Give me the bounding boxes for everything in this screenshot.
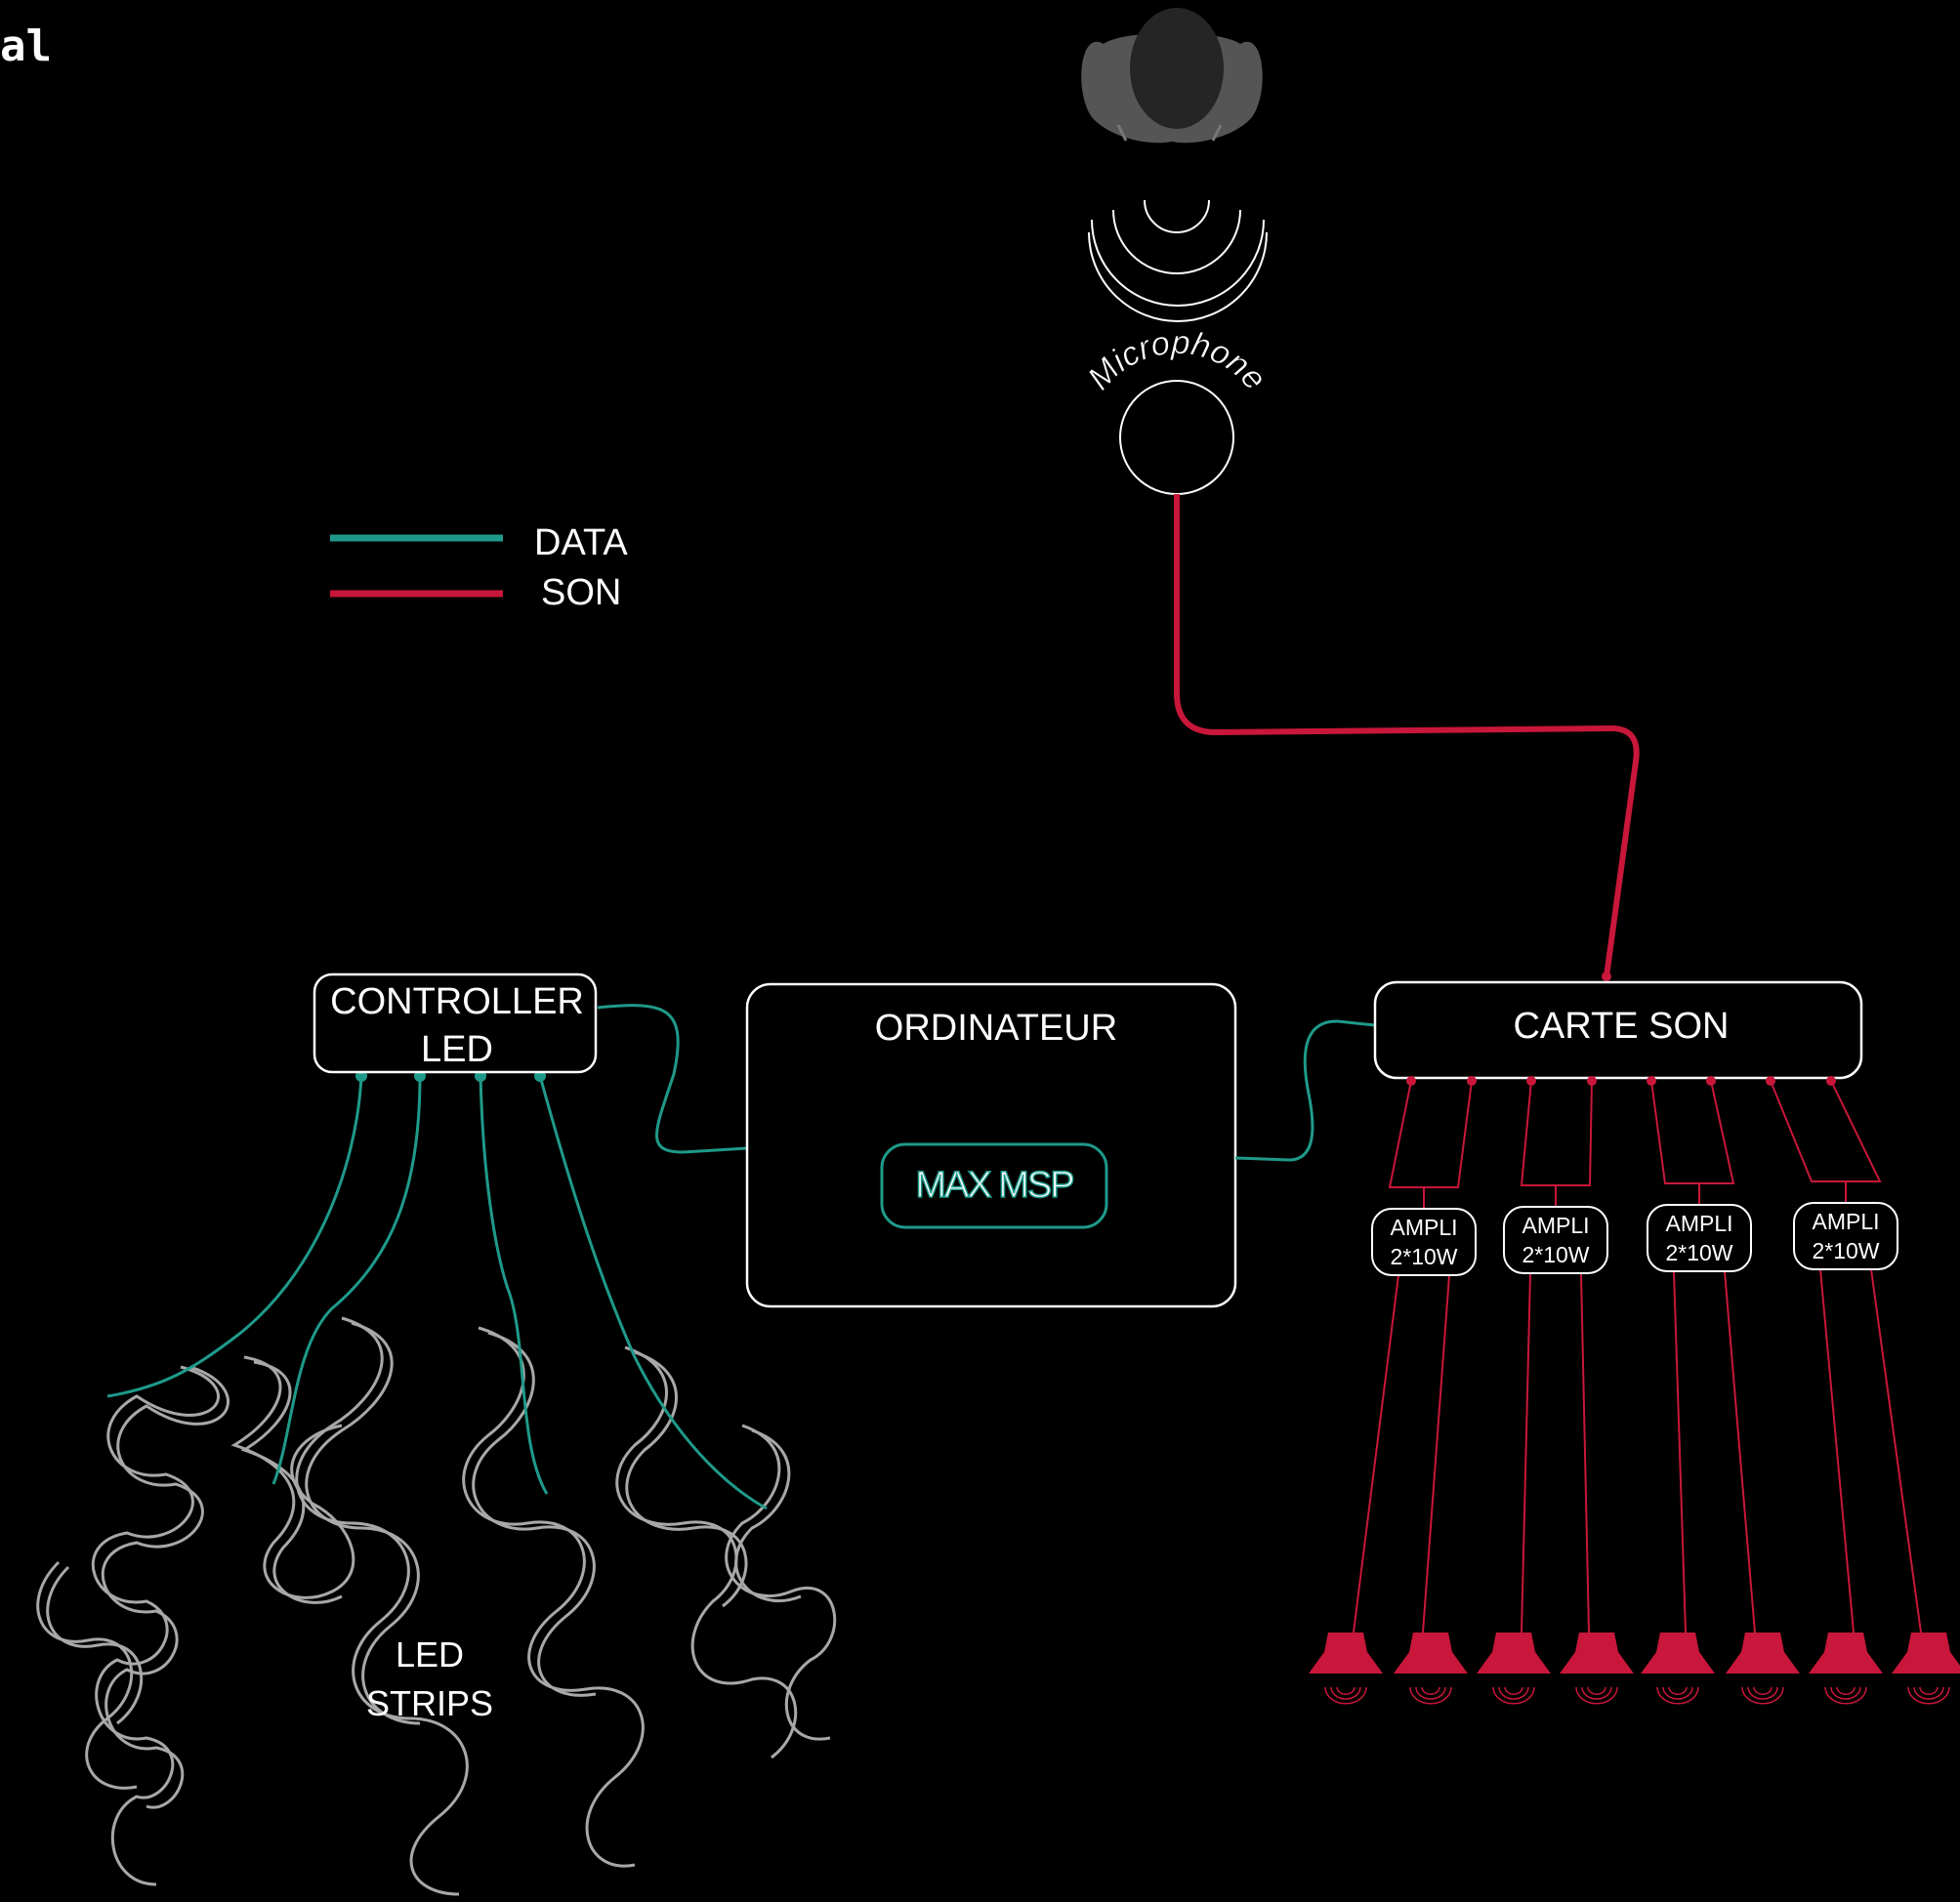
led-strips-label-2: STRIPS — [366, 1683, 493, 1723]
ampli-3-label-2: 2*10W — [1665, 1240, 1732, 1265]
ampli-input-wire — [1770, 1080, 1882, 1182]
mic-cable-connector — [1602, 972, 1611, 981]
speaker-icon — [1641, 1633, 1715, 1705]
ampli-2: AMPLI 2*10W — [1503, 1206, 1608, 1274]
carte-son-port — [1766, 1076, 1775, 1086]
ampli-3: AMPLI 2*10W — [1647, 1204, 1752, 1272]
controller-led-label-2: LED — [421, 1029, 493, 1070]
ampli-1-label-2: 2*10W — [1390, 1244, 1457, 1269]
speaker-icon — [1477, 1633, 1551, 1705]
max-msp-box — [880, 1142, 1108, 1229]
ampli-4: AMPLI 2*10W — [1793, 1202, 1898, 1270]
speaker-wire — [1580, 1272, 1590, 1633]
speaker-icon — [1809, 1633, 1883, 1705]
carte-son-port — [1647, 1076, 1656, 1086]
ordinateur-label: ORDINATEUR — [875, 1008, 1117, 1049]
person-topdown-icon — [1081, 8, 1263, 144]
legend: DATA SON — [330, 522, 628, 613]
mic-cable — [1174, 494, 1640, 977]
speaker-wire — [1819, 1268, 1855, 1633]
carte-son-port — [1826, 1076, 1836, 1086]
carte-son-label: CARTE SON — [1513, 1006, 1729, 1047]
ampli-4-label-2: 2*10W — [1812, 1238, 1879, 1263]
data-cable-2 — [271, 1075, 422, 1485]
speaker-icon — [1726, 1633, 1800, 1705]
carte-son-port — [1467, 1076, 1477, 1086]
carte-son-port — [1406, 1076, 1416, 1086]
legend-son-label: SON — [541, 572, 621, 613]
carte-son-box — [1373, 980, 1863, 1080]
speaker-icon — [1309, 1633, 1383, 1705]
carte-son-port — [1706, 1076, 1716, 1086]
ampli-4-label-1: AMPLI — [1812, 1209, 1879, 1234]
carte-son-port — [1526, 1076, 1536, 1086]
led-strips-label-1: LED — [396, 1634, 464, 1675]
led-strips — [36, 1316, 837, 1896]
ampli-1: AMPLI 2*10W — [1371, 1208, 1477, 1276]
data-cable-1 — [106, 1075, 363, 1398]
controller-led-box — [313, 972, 598, 1074]
ampli-2-label-1: AMPLI — [1522, 1213, 1589, 1238]
son-wiring — [1353, 1076, 1922, 1633]
data-cable-3 — [479, 1075, 549, 1495]
speaker-wire — [1870, 1268, 1922, 1633]
speaker-icon — [1892, 1633, 1960, 1705]
carte-son-port — [1587, 1076, 1597, 1086]
ampli-3-label-1: AMPLI — [1665, 1211, 1732, 1236]
controller-led-label-1: CONTROLLER — [330, 981, 584, 1022]
ampli-input-wire — [1520, 1080, 1593, 1186]
speaker-wire — [1353, 1274, 1399, 1633]
data-cables-led — [106, 1075, 768, 1510]
speaker-icon — [1394, 1633, 1468, 1705]
speaker-wire — [1422, 1274, 1450, 1633]
data-cable-ordinateur-cartesson — [1234, 1019, 1376, 1162]
corner-text: al — [0, 21, 52, 71]
speaker-wire — [1521, 1272, 1531, 1633]
ampli-input-wire — [1650, 1080, 1735, 1184]
data-cable-4 — [538, 1075, 768, 1510]
ampli-1-label-1: AMPLI — [1390, 1215, 1457, 1240]
speaker-icon — [1560, 1633, 1634, 1705]
max-msp-label: MAX MSP — [915, 1165, 1073, 1206]
amplis: AMPLI 2*10W AMPLI 2*10W AMPLI 2*10W AMPL… — [1371, 1202, 1898, 1276]
speakers — [1309, 1633, 1960, 1705]
speaker-wire — [1724, 1270, 1756, 1633]
ampli-input-wire — [1388, 1080, 1473, 1188]
data-cable-controller-ordinateur — [597, 1004, 748, 1154]
sound-waves-icon — [1088, 199, 1268, 322]
microphone-icon: Microphone — [1080, 324, 1273, 495]
speaker-wire — [1673, 1270, 1687, 1633]
ampli-2-label-2: 2*10W — [1522, 1242, 1589, 1267]
legend-data-label: DATA — [534, 522, 628, 563]
